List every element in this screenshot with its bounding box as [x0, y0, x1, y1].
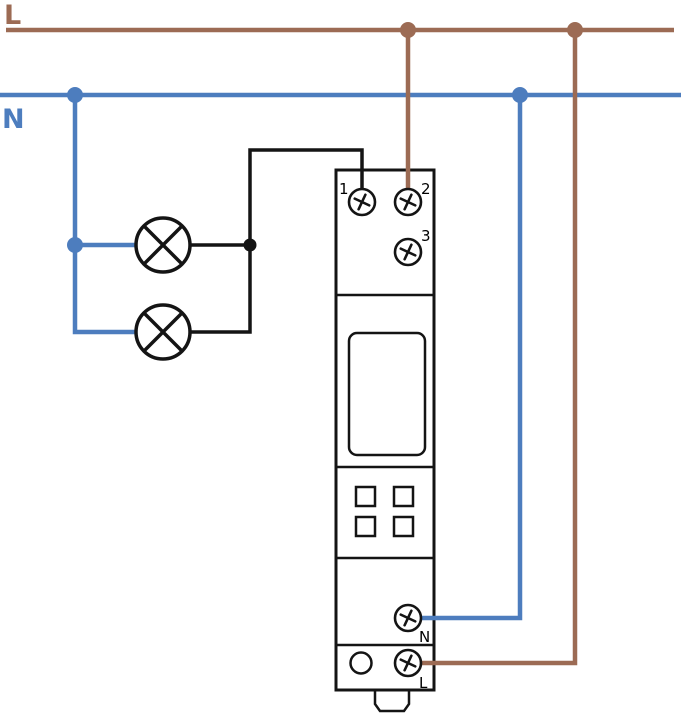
- button-bottom-right: [392, 515, 415, 538]
- terminal-1-label: 1: [339, 180, 349, 198]
- screw-slot-line: [403, 609, 413, 627]
- screw-slot-line: [403, 243, 413, 261]
- terminal-3: 3: [393, 227, 431, 267]
- terminal-l-label: L: [419, 674, 428, 692]
- screw-slot-icon: [399, 654, 417, 672]
- lamp-symbol-1: [134, 216, 192, 274]
- junction-line-terminal-l: [567, 22, 583, 38]
- button-bottom-left: [354, 515, 377, 538]
- screw-slot-line: [403, 654, 413, 672]
- terminal-2: 2: [393, 180, 431, 217]
- junction-dots: [67, 22, 583, 253]
- screw-slot-icon: [399, 609, 417, 627]
- button-top-right: [392, 485, 415, 508]
- din-clip: [373, 688, 411, 713]
- terminal-n-label: N: [419, 628, 430, 646]
- terminal-l: L: [349, 648, 428, 692]
- junction-line-terminal2: [400, 22, 416, 38]
- terminal-1: 1: [339, 180, 377, 217]
- display-window: [347, 331, 427, 457]
- screw-slot-line: [357, 193, 367, 211]
- wiring: [72, 30, 578, 666]
- junction-neutral-terminal-n: [512, 87, 528, 103]
- line-drop-to-terminal-l: [408, 30, 578, 666]
- button-top-left: [354, 485, 377, 508]
- lamp-1-cross-b: [142, 224, 184, 266]
- neutral-rail: N: [0, 92, 681, 135]
- junction-neutral-lamp-branch: [67, 237, 83, 253]
- terminal-2-label: 2: [421, 180, 431, 198]
- switched-wire-lamp-2-to-terminal-1: [190, 148, 364, 334]
- line-rail-label: L: [4, 0, 21, 31]
- terminals: 1 2 3 N: [339, 180, 431, 692]
- terminal-n: N: [393, 603, 430, 646]
- indicator-circle: [349, 651, 373, 675]
- neutral-drop-to-terminal-n: [408, 95, 523, 621]
- screw-slot-icon: [353, 193, 371, 211]
- terminal-3-label: 3: [421, 227, 431, 245]
- junction-switched-wire: [243, 238, 257, 252]
- lamp-symbol-2: [134, 303, 192, 361]
- neutral-drop-to-lamps: [72, 95, 136, 335]
- lamp-2-cross-b: [142, 311, 184, 353]
- screw-slot-icon: [399, 243, 417, 261]
- button-pad: [354, 485, 415, 538]
- neutral-rail-label: N: [2, 104, 25, 135]
- screw-slot-line: [403, 193, 413, 211]
- junction-neutral-lamps: [67, 87, 83, 103]
- line-rail: L: [4, 0, 674, 33]
- screw-slot-icon: [399, 193, 417, 211]
- din-module: [334, 168, 436, 713]
